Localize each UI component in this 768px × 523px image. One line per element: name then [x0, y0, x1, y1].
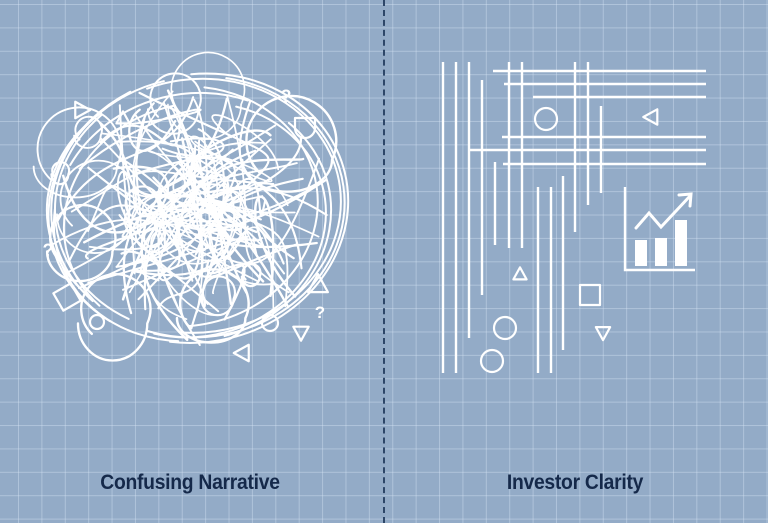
scribble-stroke	[178, 183, 245, 262]
circle-shape	[260, 313, 280, 333]
orderly-line-grid	[441, 62, 706, 373]
scribble-stroke	[99, 137, 320, 265]
scribble-stroke	[76, 273, 152, 362]
growth-chart-icon	[623, 187, 695, 272]
triangle-up-shape	[115, 110, 131, 125]
scribble-loop	[50, 75, 346, 339]
scribble-stroke	[123, 124, 277, 313]
chart-bar	[655, 238, 667, 266]
triangle-down-shape	[292, 325, 310, 342]
scribble-stroke	[241, 94, 338, 194]
scribble-stroke	[212, 226, 275, 311]
scribble-stroke	[128, 108, 177, 152]
scribble-stroke	[240, 262, 262, 288]
triangle-left-shape	[642, 108, 659, 126]
scribble-stroke	[212, 198, 248, 306]
question-mark-icon: ?	[43, 240, 54, 260]
scribble-stroke	[211, 114, 280, 171]
square-shape	[578, 283, 602, 307]
scribble-stroke	[87, 235, 249, 291]
question-mark-icon: ?	[199, 146, 207, 161]
circle-shape	[142, 227, 164, 249]
scribble-stroke	[162, 101, 194, 282]
scribble-stroke	[78, 108, 202, 170]
scribble-stroke	[146, 72, 202, 135]
left-scattered-shapes	[52, 100, 329, 363]
chart-axis	[623, 187, 695, 272]
scribble-stroke	[56, 96, 195, 223]
scribble-stroke	[138, 91, 270, 218]
scribble-stroke	[87, 185, 269, 249]
scribble-stroke	[128, 203, 188, 320]
triangle-down-shape	[594, 326, 612, 342]
scribble-stroke	[188, 149, 318, 249]
chart-bar	[635, 240, 647, 266]
scribble-stroke	[56, 159, 137, 254]
right-tidy-shapes	[479, 106, 659, 374]
scribble-stroke	[140, 129, 272, 342]
scribble-loop	[53, 77, 342, 334]
confusing-narrative-label: Confusing Narrative	[100, 471, 280, 494]
scribble-stroke	[65, 159, 230, 274]
scribble-stroke	[50, 161, 71, 186]
question-mark-icon: ?	[281, 86, 292, 106]
scribble-stroke	[164, 229, 224, 308]
question-mark-icons: ????	[43, 86, 326, 322]
triangle-right-shape	[74, 100, 92, 120]
scribble-loop	[47, 72, 350, 344]
scribble-loop	[62, 101, 327, 339]
triangle-up-shape	[307, 273, 329, 294]
trend-line	[634, 194, 692, 230]
scribble-stroke	[152, 189, 299, 278]
triangle-left-shape	[232, 343, 250, 363]
scribble-stroke	[84, 136, 303, 260]
scribble-stroke	[176, 153, 235, 279]
tangled-scribble	[32, 51, 350, 362]
scribble-stroke	[123, 185, 161, 227]
circle-shape	[88, 313, 106, 331]
scribble-stroke	[101, 132, 273, 183]
scribble-stroke	[196, 198, 285, 265]
arrow-up-right-icon	[677, 192, 693, 208]
circle-shape	[492, 315, 518, 341]
circle-shape	[533, 106, 559, 132]
circle-shape	[479, 348, 505, 374]
shield-shape	[293, 116, 317, 140]
scribble-stroke	[175, 268, 250, 344]
scribble-stroke	[61, 165, 170, 234]
question-mark-icon: ?	[315, 303, 325, 322]
scribble-stroke	[121, 202, 180, 310]
scribble-stroke	[161, 137, 225, 158]
square-shape	[52, 282, 82, 312]
investor-clarity-label: Investor Clarity	[506, 471, 644, 494]
triangle-up-shape	[512, 266, 528, 281]
panel-divider	[383, 0, 385, 523]
chart-bar	[675, 220, 687, 266]
scribble-stroke	[221, 206, 320, 242]
